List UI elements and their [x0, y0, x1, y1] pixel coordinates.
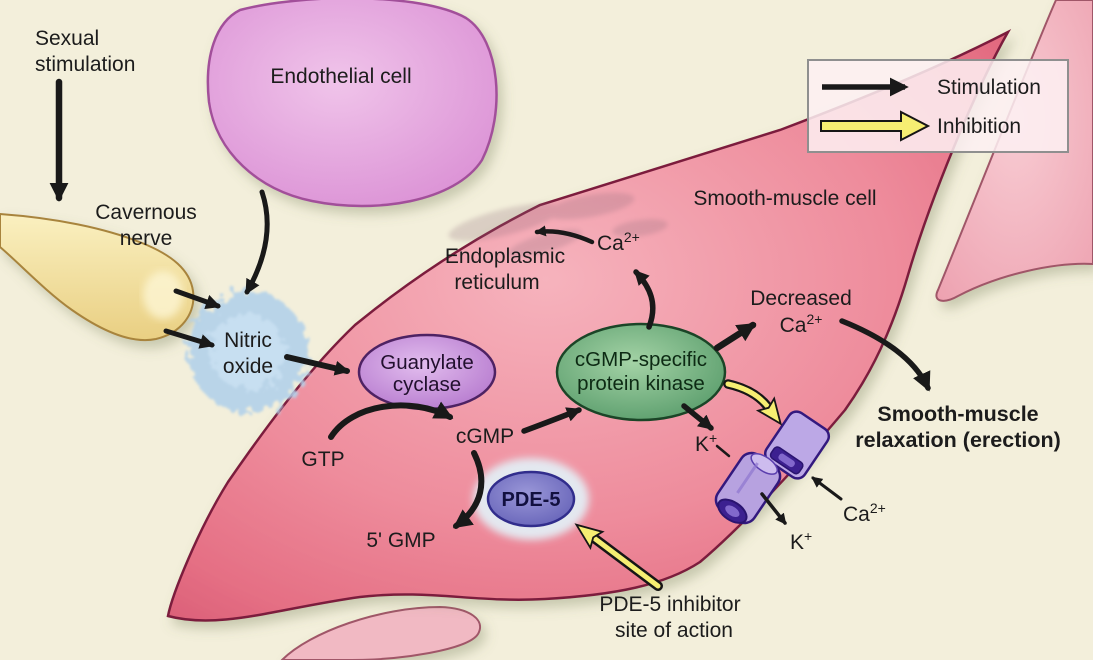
calcium-er-label: Ca2+ [597, 229, 640, 255]
decreased-calcium-label-line1: Decreased [750, 287, 852, 310]
cavernous-nerve-label-line1: Cavernous [95, 201, 197, 224]
legend-stimulation-label: Stimulation [937, 76, 1041, 99]
text-layer: Sexual stimulation Cavernous nerve Endot… [35, 27, 1061, 642]
arrow-nerve-to-nitric-oxide-1 [173, 288, 221, 310]
nitric-oxide-label-line2: oxide [223, 355, 273, 378]
arrow-calcium-to-er [534, 225, 595, 245]
cgmp-kinase-label-line1: cGMP-specific [575, 348, 707, 371]
arrow-calcium-to-channel [811, 476, 843, 501]
endoplasmic-reticulum-label-line1: Endoplasmic [445, 245, 565, 268]
pde5-inhibitor-label-line1: PDE-5 inhibitor [599, 593, 740, 616]
arrow-cgmp-to-5gmp [452, 450, 485, 529]
guanylate-cyclase-label-line2: cyclase [393, 373, 461, 396]
sexual-stimulation-label-line1: Sexual [35, 27, 99, 50]
legend-inhibition-label: Inhibition [937, 115, 1021, 138]
arrow-kinase-to-potassium [681, 403, 714, 431]
pde5-shape [486, 470, 576, 528]
arrow-cgmp-to-kinase [521, 407, 582, 434]
arrow-nerve-to-nitric-oxide-2 [163, 328, 215, 349]
smooth-muscle-cell-label: Smooth-muscle cell [693, 187, 876, 210]
endothelial-cell-shape [206, 0, 498, 208]
potassium-lower-label: K+ [790, 528, 812, 554]
inhibition-arrow-kinase-to-channel [723, 379, 783, 426]
cavernous-nerve-label-line2: nerve [120, 227, 173, 250]
gtp-label: GTP [301, 448, 344, 471]
relaxation-label-line1: Smooth-muscle [877, 402, 1038, 426]
nitric-oxide-halo [188, 292, 308, 412]
calcium-channel [763, 410, 831, 480]
pde5-label: PDE-5 [502, 489, 561, 511]
smooth-muscle-cell-shape [166, 28, 1012, 622]
arrow-potassium-channel-out [760, 492, 787, 525]
endoplasmic-reticulum-shape [448, 192, 668, 257]
arrow-gtp-to-cgmp [328, 401, 454, 440]
arrow-nitric-oxide-to-guanylate [284, 354, 350, 376]
pde5-inhibitor-label-line2: site of action [615, 619, 733, 642]
potassium-upper-label: K+ [695, 430, 717, 456]
endothelial-cell-label: Endothelial cell [270, 65, 411, 88]
neighbor-cell-bottom [280, 605, 481, 660]
potassium-channel-stub [715, 444, 731, 458]
cavernous-nerve-shape [0, 212, 195, 341]
calcium-lower-label: Ca2+ [843, 500, 886, 526]
inhibition-arrow-pde5-site [574, 523, 663, 591]
arrow-kinase-to-calcium-er [633, 269, 656, 330]
cgmp-kinase-label-line2: protein kinase [577, 372, 705, 395]
cgmp-kinase-shape [555, 322, 727, 422]
arrow-endothelial-to-nitric-oxide [244, 189, 270, 295]
relaxation-label-line2: relaxation (erection) [855, 428, 1061, 452]
nitric-oxide-label-line1: Nitric [224, 329, 272, 352]
sexual-stimulation-label-line2: stimulation [35, 53, 135, 76]
cgmp-label: cGMP [456, 425, 514, 448]
endoplasmic-reticulum-label-line2: reticulum [454, 271, 539, 294]
legend-box: Stimulation Inhibition [807, 59, 1069, 153]
legend-inhibition-arrow [820, 110, 931, 142]
guanylate-cyclase-label-line1: Guanylate [380, 351, 473, 374]
five-gmp-label: 5' GMP [366, 529, 435, 552]
arrow-decreased-calcium-to-relaxation [839, 318, 931, 392]
decreased-calcium-label-line2: Ca2+ [780, 311, 823, 337]
arrow-kinase-to-decreased-calcium [713, 321, 757, 352]
